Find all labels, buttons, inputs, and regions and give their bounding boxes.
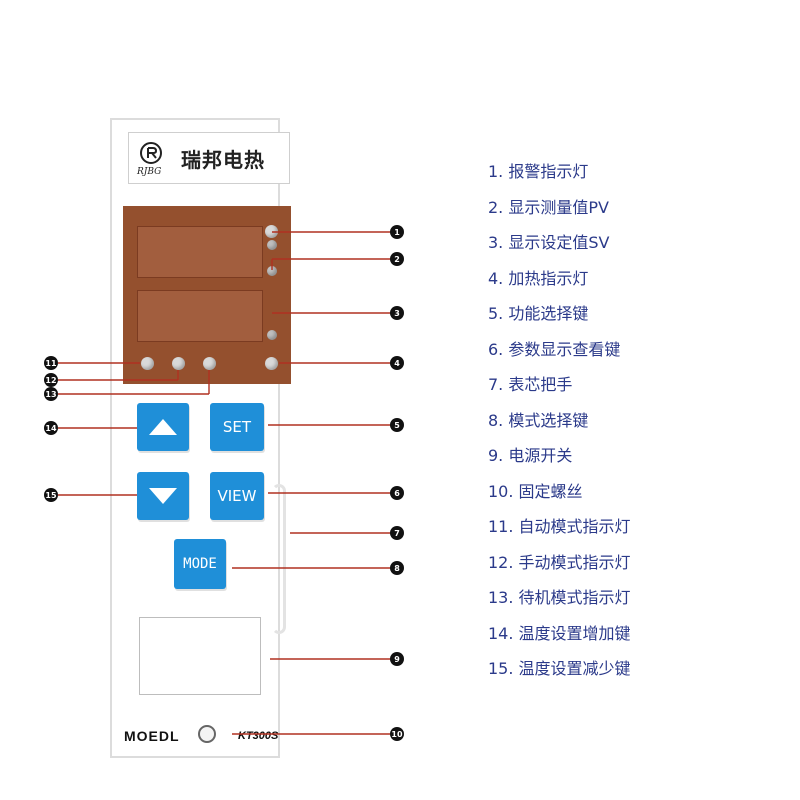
callout-badge-6: 6 — [390, 486, 404, 500]
pv-indicator-dot — [267, 266, 277, 276]
brand-plate: RJBG 瑞邦电热 — [128, 132, 290, 184]
callout-badge-4: 4 — [390, 356, 404, 370]
legend-item: 13. 待机模式指示灯 — [488, 588, 631, 607]
legend-item: 10. 固定螺丝 — [488, 481, 583, 501]
callout-badge-5: 5 — [390, 418, 404, 432]
callout-badge-7: 7 — [390, 526, 404, 540]
callout-badge-11: 11 — [44, 356, 58, 370]
brand-name: 瑞邦电热 — [181, 148, 265, 172]
callout-badge-1: 1 — [390, 225, 404, 239]
brand-logo-text: RJBG — [137, 167, 162, 177]
sv-indicator-dot — [267, 330, 277, 340]
set-button[interactable]: SET — [210, 403, 264, 451]
decrease-temperature-button[interactable] — [137, 472, 189, 520]
legend-item: 12. 手动模式指示灯 — [488, 552, 631, 572]
legend-item: 7. 表芯把手 — [488, 375, 573, 394]
legend-item: 11. 自动模式指示灯 — [488, 517, 631, 536]
legend-item: 6. 参数显示查看键 — [488, 339, 621, 359]
callout-badge-10: 10 — [390, 727, 404, 741]
callout-badge-14: 14 — [44, 421, 58, 435]
heating-indicator-led — [265, 357, 278, 370]
legend-item: 2. 显示测量值PV — [488, 197, 609, 217]
manual-mode-led — [172, 357, 185, 370]
meter-core-handle[interactable] — [272, 484, 286, 634]
model-code: KT300S — [238, 730, 279, 742]
callout-badge-13: 13 — [44, 387, 58, 401]
display-window — [123, 206, 291, 384]
legend-item: 14. 温度设置增加键 — [488, 623, 631, 643]
callout-badge-8: 8 — [390, 561, 404, 575]
pv-display — [137, 226, 263, 278]
up-arrow-icon — [149, 419, 177, 435]
auto-mode-led — [141, 357, 154, 370]
view-button[interactable]: VIEW — [210, 472, 264, 520]
power-switch[interactable] — [139, 617, 261, 695]
legend-item: 1. 报警指示灯 — [488, 162, 589, 181]
legend-item: 5. 功能选择键 — [488, 304, 589, 323]
legend-item: 9. 电源开关 — [488, 446, 573, 465]
mode-button[interactable]: MODE — [174, 539, 226, 589]
callout-badge-3: 3 — [390, 306, 404, 320]
model-label: MOEDL — [124, 728, 180, 744]
legend-item: 8. 模式选择键 — [488, 410, 589, 430]
alarm-indicator-dot — [267, 240, 277, 250]
legend-list: 1. 报警指示灯 2. 显示测量值PV 3. 显示设定值SV 4. 加热指示灯 … — [488, 158, 631, 691]
sv-display — [137, 290, 263, 342]
callout-badge-12: 12 — [44, 373, 58, 387]
increase-temperature-button[interactable] — [137, 403, 189, 451]
brand-logo-icon — [140, 142, 162, 164]
fixing-screw-icon — [198, 725, 216, 743]
down-arrow-icon — [149, 488, 177, 504]
legend-item: 15. 温度设置减少键 — [488, 659, 631, 678]
callout-badge-15: 15 — [44, 488, 58, 502]
legend-item: 4. 加热指示灯 — [488, 268, 589, 288]
legend-item: 3. 显示设定值SV — [488, 233, 610, 252]
callout-badge-9: 9 — [390, 652, 404, 666]
callout-badge-2: 2 — [390, 252, 404, 266]
alarm-indicator-led — [265, 225, 278, 238]
standby-mode-led — [203, 357, 216, 370]
